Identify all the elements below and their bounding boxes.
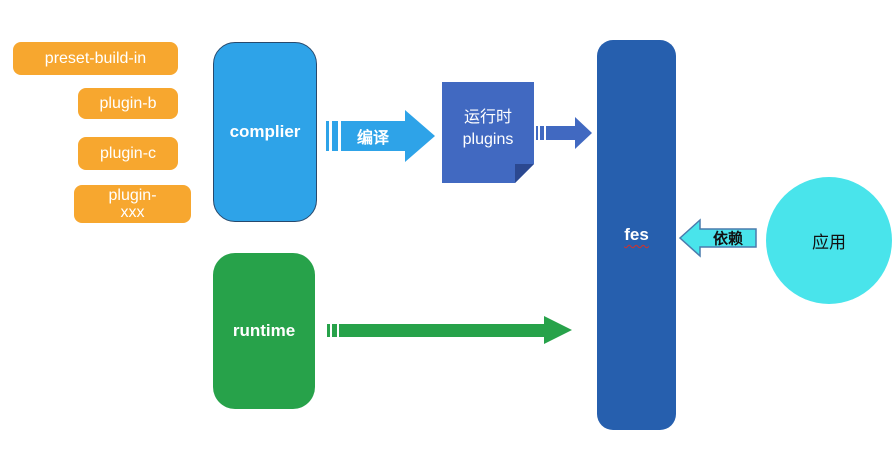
runtime-plugins-note-label: 运行时 plugins (442, 82, 534, 183)
plugin-chip-xxx: plugin- xxx (74, 185, 191, 223)
fes-box-label: fes (624, 225, 649, 244)
plugins-to-fes-arrow-head (575, 117, 592, 149)
plugins-to-fes-arrow (536, 117, 592, 149)
compile-arrow-stripe (332, 121, 338, 151)
plugins-to-fes-arrow-stripe (536, 126, 538, 140)
plugin-chip-c: plugin-c (78, 137, 178, 170)
runtime-to-fes-arrow-head (544, 316, 572, 344)
runtime-to-fes-arrow (327, 316, 572, 344)
runtime-plugins-note: 运行时 plugins (442, 82, 534, 183)
plugins-to-fes-arrow-stripe (540, 126, 544, 140)
depends-arrow: 依赖 (678, 216, 758, 260)
runtime-to-fes-arrow-stripe (327, 323, 330, 337)
app-ellipse: 应用 (766, 177, 892, 304)
compiler-box-label: complier (229, 122, 301, 141)
compile-arrow-stripe (326, 121, 329, 151)
depends-arrow-label: 依赖 (712, 230, 743, 248)
left-arrow-shape (678, 218, 757, 258)
compile-arrow: 编译 (326, 110, 435, 162)
note-folded-corner (515, 164, 534, 183)
compiler-box: complier (213, 42, 317, 222)
fes-box: fes (597, 40, 676, 430)
plugin-chip-preset-build-in: preset-build-in (13, 42, 178, 75)
runtime-box-label: runtime (232, 321, 296, 340)
runtime-to-fes-arrow-stripe (332, 323, 337, 337)
compile-arrow-label: 编译 (341, 121, 405, 151)
runtime-box: runtime (213, 253, 315, 409)
compile-arrow-head (405, 110, 435, 162)
plugin-chip-b: plugin-b (78, 88, 178, 119)
app-ellipse-label: 应用 (812, 233, 846, 252)
